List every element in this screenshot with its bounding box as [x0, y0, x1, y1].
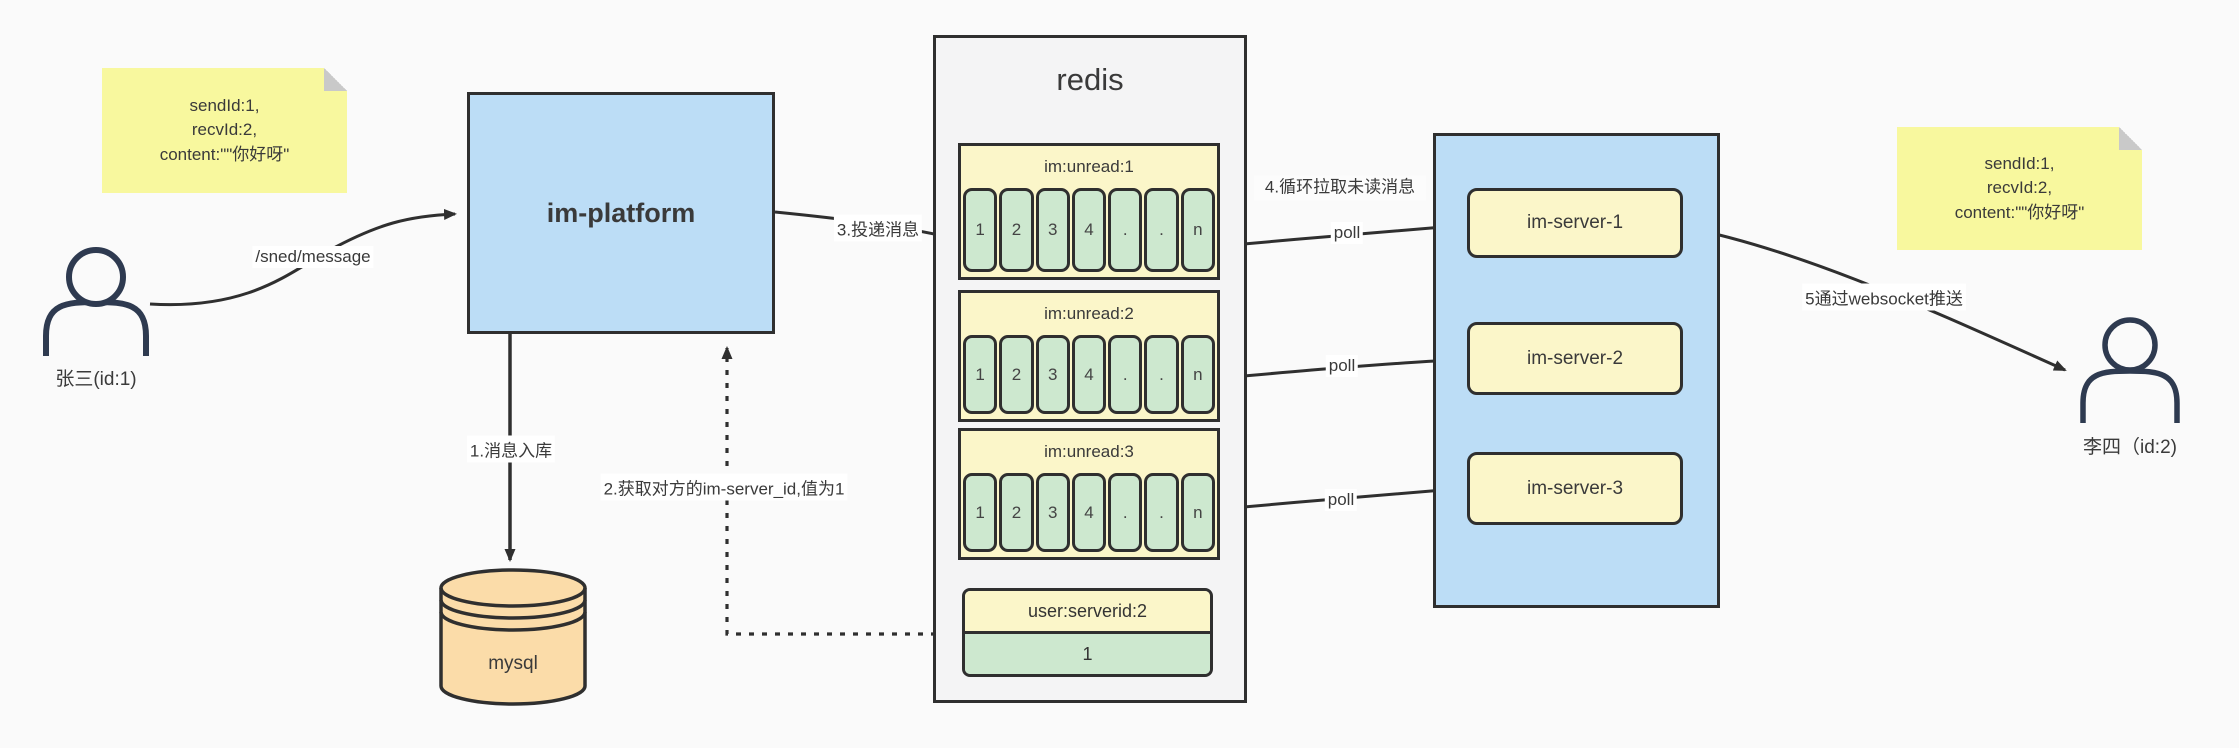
edge-label-poll-2: poll: [1325, 355, 1359, 377]
list-cell: 1: [963, 473, 998, 552]
list-cell: .: [1144, 473, 1179, 552]
kv-value: 1: [965, 634, 1210, 674]
sender-label: 张三(id:1): [55, 369, 137, 390]
note-line: recvId:2,: [1986, 178, 2053, 198]
list-cell: 3: [1035, 188, 1070, 272]
redis-list-im-unread-2: im:unread:2 1 2 3 4 . . n: [958, 290, 1220, 422]
list-cells: 1 2 3 4 . . n: [961, 335, 1217, 419]
list-cell: 2: [999, 335, 1034, 414]
im-server-1-node: im-server-1: [1467, 188, 1683, 258]
list-cell: 1: [963, 188, 998, 272]
edge-label-step2: 2.获取对方的im-server_id,值为1: [600, 473, 848, 501]
list-cell: .: [1108, 335, 1143, 414]
note-fold-icon: [2119, 127, 2142, 150]
mysql-label: mysql: [488, 653, 538, 674]
note-line: sendId:1,: [189, 95, 260, 115]
edge-label-poll-3: poll: [1324, 489, 1358, 511]
kv-key: user:serverid:2: [965, 591, 1210, 634]
list-title: im:unread:2: [1044, 304, 1134, 323]
redis-list-im-unread-3: im:unread:3 1 2 3 4 . . n: [958, 428, 1220, 560]
list-cells: 1 2 3 4 . . n: [961, 188, 1217, 277]
im-platform-label: im-platform: [546, 197, 696, 228]
redis-title: redis: [1056, 62, 1124, 97]
list-cell: 4: [1071, 335, 1107, 414]
list-cell: .: [1144, 188, 1179, 272]
list-cell: .: [1144, 335, 1179, 414]
list-cell: 3: [1035, 335, 1070, 414]
note-message-payload-left: sendId:1, recvId:2, content:""你好呀": [102, 68, 347, 193]
list-title: im:unread:1: [1044, 157, 1134, 176]
list-cell: .: [1108, 188, 1143, 272]
redis-list-im-unread-1: im:unread:1 1 2 3 4 . . n: [958, 143, 1220, 280]
edge-label-step3: 3.投递消息: [833, 214, 923, 242]
redis-kv-user-serverid: user:serverid:2 1: [962, 588, 1213, 677]
list-cell: 3: [1035, 473, 1070, 552]
edge-label-poll-1: poll: [1330, 222, 1364, 244]
user-icon-sender: [43, 247, 149, 356]
receiver-label: 李四（id:2): [2083, 437, 2177, 458]
im-server-3-node: im-server-3: [1467, 452, 1683, 525]
list-cell: 2: [999, 188, 1034, 272]
list-title: im:unread:3: [1044, 442, 1134, 461]
list-cell: .: [1108, 473, 1143, 552]
note-fold-icon: [324, 68, 347, 91]
note-message-payload-right: sendId:1, recvId:2, content:""你好呀": [1897, 127, 2142, 250]
note-line: recvId:2,: [191, 120, 258, 140]
edge-label-send-message: /sned/message: [252, 246, 374, 268]
edge-label-step4: 4.循环拉取未读消息: [1254, 175, 1426, 201]
list-cell: 1: [963, 335, 998, 414]
im-server-2-node: im-server-2: [1467, 322, 1683, 395]
user-icon-receiver: [2080, 317, 2180, 423]
note-line: sendId:1,: [1984, 153, 2055, 173]
edge-label-step1: 1.消息入库: [466, 435, 556, 463]
edge-label-step5: 5通过websocket推送: [1802, 283, 1966, 311]
im-platform-node: im-platform: [467, 92, 775, 334]
list-cell: 4: [1071, 188, 1107, 272]
list-cell: 4: [1071, 473, 1107, 552]
mysql-database-icon: mysql: [439, 568, 587, 706]
list-cell: n: [1180, 188, 1215, 272]
note-line: content:""你好呀": [1954, 202, 2085, 222]
list-cells: 1 2 3 4 . . n: [961, 473, 1217, 557]
note-line: content:""你好呀": [159, 144, 290, 164]
list-cell: 2: [999, 473, 1034, 552]
list-cell: n: [1180, 335, 1215, 414]
list-cell: n: [1180, 473, 1215, 552]
